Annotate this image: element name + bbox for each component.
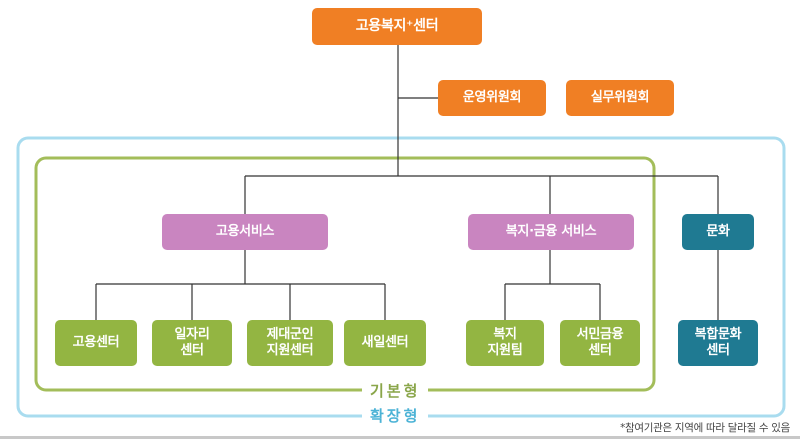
extended-type-label: 확장형 <box>362 406 429 426</box>
extended-frame <box>16 136 786 418</box>
basic-frame <box>34 156 656 392</box>
job-center-node: 일자리 센터 <box>152 320 232 366</box>
connector-lines <box>95 44 719 320</box>
welfare-finance-services-node: 복지·금융 서비스 <box>468 214 634 250</box>
operating-committee-node: 운영위원회 <box>438 80 546 116</box>
complex-culture-center-node: 복합문화 센터 <box>678 320 758 366</box>
veterans-support-center-node: 제대군인 지원센터 <box>247 320 333 366</box>
saeil-center-node: 새일센터 <box>344 320 426 366</box>
bottom-divider <box>0 436 800 439</box>
footnote: *참여기관은 지역에 따라 달라질 수 있음 <box>620 422 790 434</box>
microfinance-center-node: 서민금융 센터 <box>560 320 640 366</box>
culture-node: 문화 <box>682 214 754 250</box>
working-committee-node: 실무위원회 <box>566 80 674 116</box>
welfare-support-team-node: 복지 지원팀 <box>466 320 544 366</box>
center-node: 고용복지⁺센터 <box>312 8 482 45</box>
employment-center-node: 고용센터 <box>55 320 137 366</box>
employment-services-node: 고용서비스 <box>162 214 328 250</box>
basic-type-label: 기본형 <box>362 381 429 401</box>
